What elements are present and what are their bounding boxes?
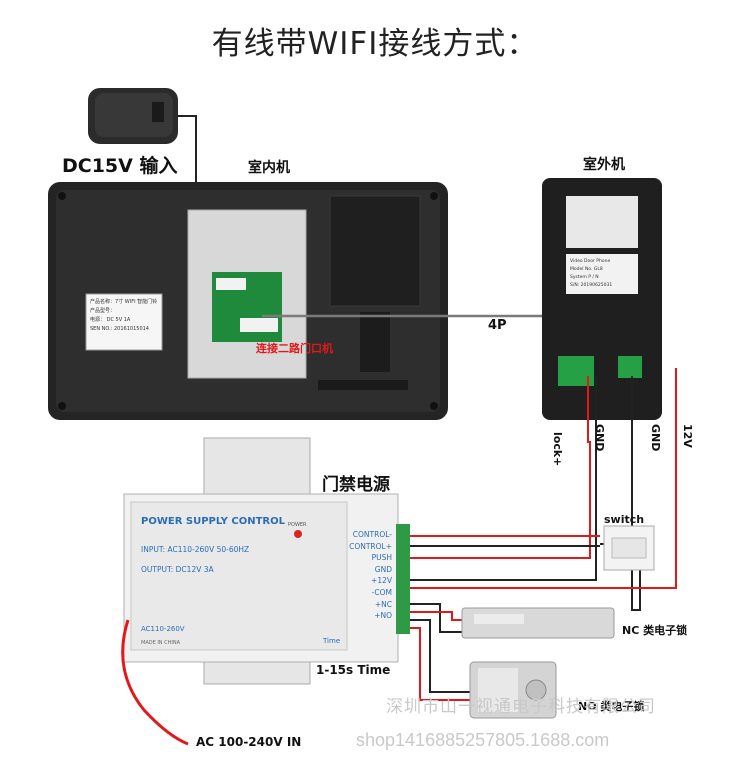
watermark-shop: shop1416885257805.1688.com [356,730,610,750]
ac-input-label: AC 100-240V IN [196,735,302,749]
switch-label: switch [604,513,645,526]
nc-magnetic-lock [461,607,615,639]
terminal-labels: CONTROL- CONTROL+ PUSH GND +12V -COM +NC… [322,529,392,622]
sticker-line: 电源： DC 5V 1A [90,317,131,323]
psu-output: OUTPUT: DC12V 3A [141,565,214,574]
terminal-label: GND [374,564,392,574]
psu-input: INPUT: AC110-260V 50-60HZ [141,545,250,554]
sticker-line: SEN NO.: 20161015014 [90,326,149,332]
terminal-label: CONTROL- [352,530,392,539]
psu-brand: POWER SUPPLY CONTROL [141,516,285,527]
psu-label: 门禁电源 [322,475,390,495]
plate-line: Model No. GL8 [570,267,603,272]
terminal-label: +12V [371,576,392,586]
outdoor-unit [542,178,662,420]
exit-switch [603,525,655,571]
indoor-label: 室内机 [248,160,290,176]
time-range: 1-15s Time [316,663,391,677]
terminal-label: CONTROL+ [349,541,392,551]
power-adapter [88,88,197,280]
psu-ac: AC110-260V [141,625,185,633]
lock-wires [121,603,470,746]
sticker-line: 产品型号： [90,308,116,314]
plate-line: System P / N [570,275,599,280]
terminal-label: -COM [371,587,392,597]
watermark-company: 深圳市山一视通电子科技有限公司 [386,697,656,716]
terminal-label: +NO [374,611,392,621]
no-lock-label: NO 类电子锁 [578,700,645,713]
nc-lock-label: NC 类电子锁 [622,624,688,637]
psu-made: MADE IN CHINA [141,640,181,646]
plate-line: S/N: 20190625031 [570,283,613,288]
sticker-line: 产品名称：7寸 WIFI 智能门铃 [90,299,158,305]
plate-line: Video Door Phone [570,259,611,264]
wire-label-12v: 12V [681,424,694,448]
outdoor-label: 室外机 [583,157,625,173]
adapter-label: DC15V 输入 [62,155,178,177]
indoor-monitor [48,182,448,420]
power-supply-box [123,437,410,685]
outdoor-wires [410,368,677,611]
indoor-sticker: 产品名称：7寸 WIFI 智能门铃 产品型号： 电源： DC 5V 1A SEN… [90,298,160,334]
psu-time: Time [323,637,341,645]
wire-label-gnd: GND [593,424,606,452]
terminal-label: +NC [374,599,392,609]
cable-label: 4P [488,318,507,333]
terminal-label: PUSH [371,553,392,563]
outdoor-plate: Video Door Phone Model No. GL8 System P … [570,258,636,290]
no-electric-lock [469,661,557,719]
page-title: 有线带WIFI接线方式： [211,26,539,62]
connect-label: 连接二路门口机 [256,342,333,355]
power-led-label: POWER [288,522,307,528]
wire-label-lock: lock+ [551,432,564,467]
wire-label-gnd: GND [649,424,662,452]
